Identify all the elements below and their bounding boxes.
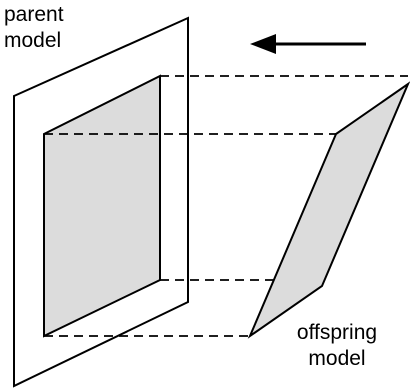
offspring-model-label-line2: model [308, 347, 366, 370]
parent-model-label-line2: model [4, 29, 62, 52]
parent-model-label: parent model [4, 2, 64, 54]
arrow-left-icon [250, 34, 276, 54]
offspring-model-label-line1: offspring [296, 321, 378, 344]
offspring-model-label: offspring model [282, 320, 392, 372]
parent-model-frame [13, 16, 189, 388]
parent-model-label-line1: parent [4, 3, 64, 26]
offspring-model-shape [247, 81, 410, 339]
parent-model-projection [43, 74, 161, 338]
